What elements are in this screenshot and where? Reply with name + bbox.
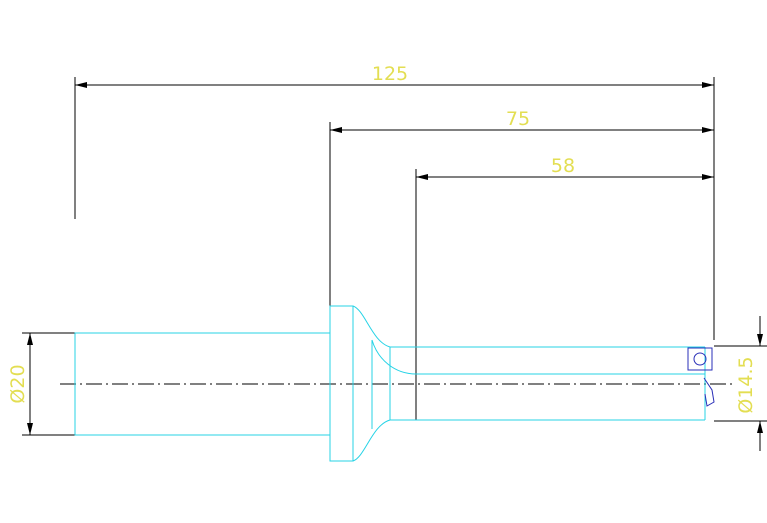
drill-body — [74, 305, 706, 462]
insert-pocket — [687, 347, 713, 371]
neck-lower-curve — [352, 419, 391, 462]
dimension-overall-length: 125 — [74, 63, 715, 340]
dimension-text-125: 125 — [372, 63, 408, 85]
dimension-text-75: 75 — [506, 108, 530, 130]
insert-edge — [703, 377, 715, 407]
dimension-flute-length: 58 — [415, 155, 714, 420]
dimension-shank-diameter: Ø20 — [7, 332, 76, 436]
dimension-cutting-diameter: Ø14.5 — [714, 316, 767, 451]
neck-upper-curve — [352, 305, 391, 348]
dimension-text-d20: Ø20 — [7, 364, 29, 403]
flute-curve — [371, 339, 417, 375]
head-flange — [329, 305, 354, 462]
dimension-text-58: 58 — [551, 155, 575, 177]
insert-screw-icon — [693, 352, 707, 366]
dimension-text-d14-5: Ø14.5 — [735, 356, 757, 413]
cutting-insert — [687, 347, 715, 407]
dimension-head-to-tip: 75 — [329, 108, 714, 306]
